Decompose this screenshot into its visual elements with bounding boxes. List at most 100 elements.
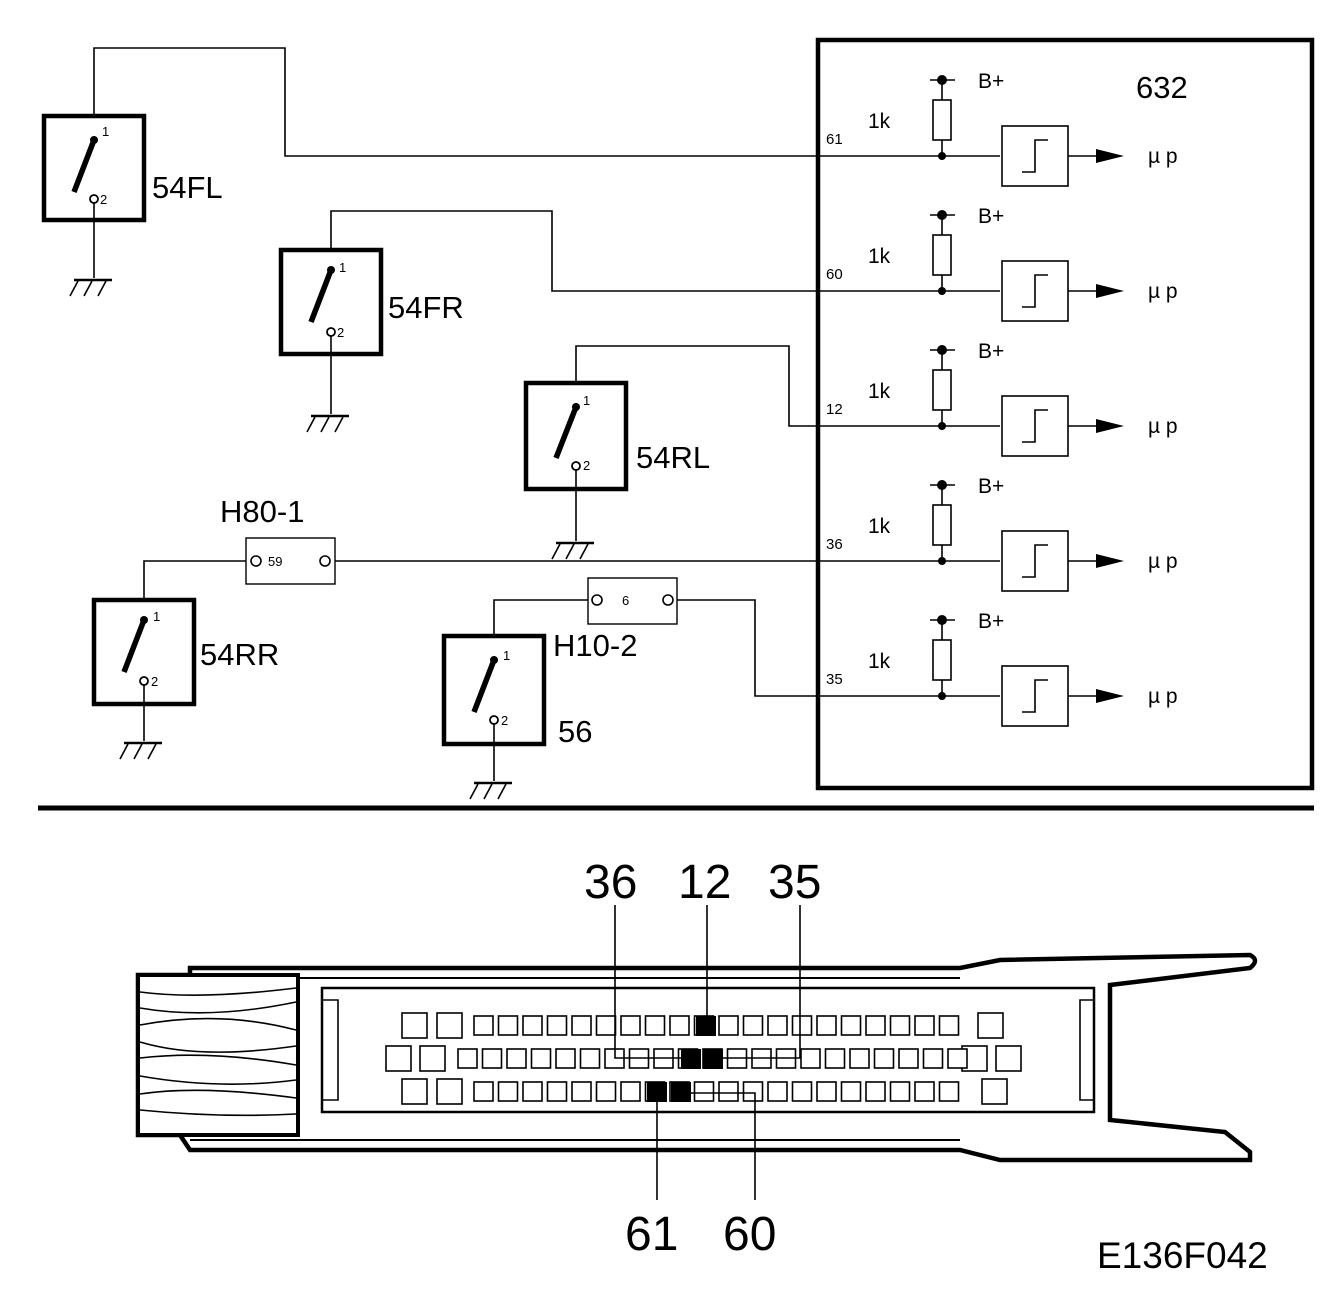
supply-label: B+ [978, 205, 1004, 228]
cable-bundle [136, 973, 300, 1137]
switch-label: 54RL [636, 440, 710, 475]
callout-12: 12 [678, 856, 731, 909]
connector-pin [816, 1015, 837, 1036]
callout-36: 36 [584, 856, 637, 909]
connector-pin [840, 1081, 862, 1102]
connector-pin [530, 1048, 552, 1069]
pin-label: 35 [826, 671, 843, 688]
connector-pin [767, 1081, 788, 1102]
output-label: µ p [1148, 685, 1178, 708]
pin-grid [385, 1012, 1022, 1105]
wiring [93, 47, 818, 697]
pin-label: 12 [826, 401, 843, 418]
connector-pin [555, 1048, 576, 1069]
switch-label: 54FL [152, 170, 223, 205]
switch-label: 54RR [200, 637, 279, 672]
switch-label: 54FR [388, 290, 464, 325]
leader-60 [691, 1092, 756, 1200]
output-arrow [1096, 149, 1124, 163]
connector-pin-label: 6 [622, 593, 629, 608]
connector-pin [620, 1081, 641, 1102]
connector-body [587, 577, 678, 625]
pin-36-highlight [681, 1049, 701, 1069]
terminal-2-label: 2 [583, 458, 590, 473]
supply-label: B+ [978, 340, 1004, 363]
resistor [932, 504, 952, 546]
connector-label: H80-1 [220, 494, 304, 529]
terminal-2-label: 2 [151, 674, 158, 689]
resistor-label: 1k [868, 110, 891, 133]
supply-label: B+ [978, 70, 1004, 93]
connector-pin [522, 1015, 543, 1036]
connector-pin [914, 1081, 935, 1102]
connector-pin [595, 1081, 617, 1102]
leader-36 [614, 905, 681, 1059]
connector-pin [742, 1081, 764, 1102]
connector-pin [718, 1015, 739, 1036]
connector-pin [791, 1015, 813, 1036]
junction-dot [938, 557, 946, 565]
connector-pin [595, 1015, 617, 1036]
connector-pin [824, 1048, 846, 1069]
terminal-1-label: 1 [102, 124, 109, 139]
connector-pin [922, 1048, 944, 1069]
terminal-2-label: 2 [501, 713, 508, 728]
connector-pin [693, 1081, 715, 1102]
resistor-label: 1k [868, 650, 891, 673]
wire-54fl-to-pin-61 [93, 47, 818, 157]
resistor [932, 99, 952, 141]
pin-label: 60 [826, 266, 843, 283]
junction-dot [938, 287, 946, 295]
supply-label: B+ [978, 610, 1004, 633]
output-label: µ p [1148, 145, 1178, 168]
terminal-1-label: 1 [153, 609, 160, 624]
connector-pin [436, 1012, 463, 1039]
output-arrow [1096, 689, 1124, 703]
input-channel-12: 12 B+ 1k µ p [818, 340, 1178, 457]
connector-pin [938, 1081, 960, 1102]
resistor-label: 1k [868, 380, 891, 403]
connector-pin [385, 1045, 412, 1072]
connector-pin [401, 1012, 428, 1039]
output-label: µ p [1148, 550, 1178, 573]
switch-56: 1 2 56 [441, 633, 592, 800]
connector-pin [898, 1048, 919, 1069]
output-label: µ p [1148, 280, 1178, 303]
connector-pin [546, 1015, 568, 1036]
connector-pin [401, 1078, 428, 1105]
connector-pin [481, 1048, 503, 1069]
connector-pin [419, 1045, 446, 1072]
connector-pin [995, 1045, 1022, 1072]
connector-pin [849, 1048, 870, 1069]
leader-35 [723, 905, 801, 1059]
connector-pin [620, 1015, 641, 1036]
connector-pin [506, 1048, 527, 1069]
connector-pin [497, 1015, 519, 1036]
terminal-1-label: 1 [583, 393, 590, 408]
connector-pin [473, 1081, 494, 1102]
connector-pin [914, 1015, 935, 1036]
connector-pin [579, 1048, 601, 1069]
wire-h10-to-pin-35 [677, 599, 818, 697]
connector-pin [800, 1048, 821, 1069]
connector-pin [522, 1081, 543, 1102]
terminal-2-label: 2 [337, 325, 344, 340]
output-label: µ p [1148, 415, 1178, 438]
connector-label: H10-2 [553, 628, 637, 663]
callout-60: 60 [723, 1208, 776, 1261]
connector-pin [981, 1078, 1008, 1105]
switch-54fl: 1 2 54FL [41, 113, 223, 297]
terminal-2-label: 2 [100, 192, 107, 207]
connector-pin [816, 1081, 837, 1102]
switch-label: 56 [558, 714, 592, 749]
junction-dot [938, 422, 946, 430]
connector-pin [436, 1078, 463, 1105]
connector-pin [457, 1048, 478, 1069]
connector-pin [497, 1081, 519, 1102]
resistor [932, 234, 952, 276]
pin-61-highlight [647, 1082, 667, 1102]
ecu-connector-plug: 36 12 35 61 60 [135, 856, 1258, 1261]
wire-54rl-to-pin-12 [575, 345, 818, 427]
output-arrow [1096, 419, 1124, 433]
